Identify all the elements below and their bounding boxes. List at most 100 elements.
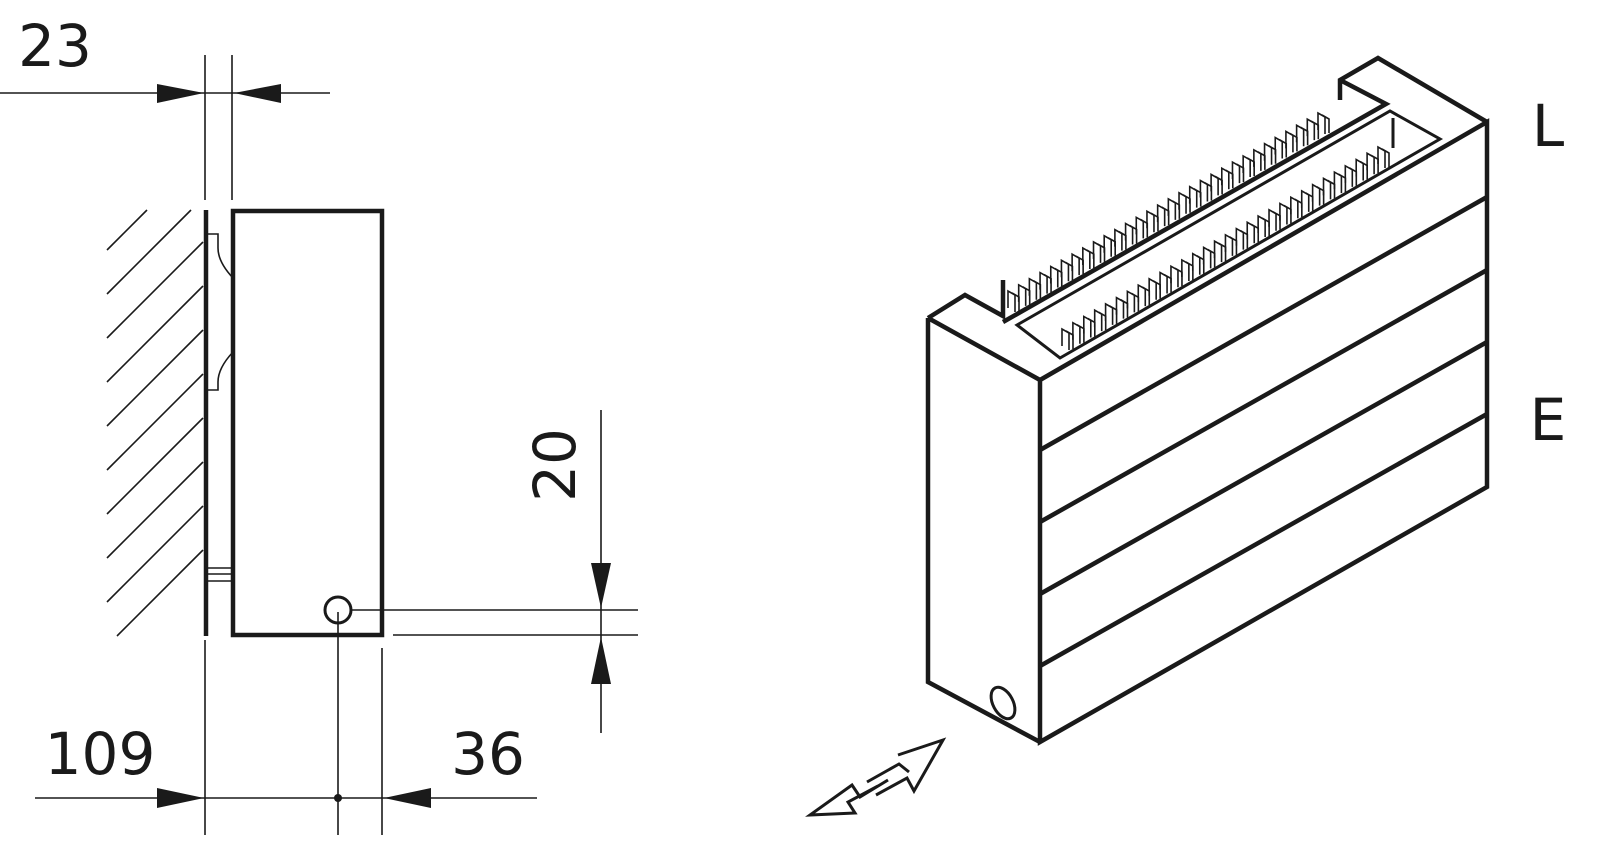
fin <box>1253 148 1266 171</box>
fin <box>1060 258 1074 282</box>
fin <box>1135 215 1149 239</box>
fin <box>1028 277 1042 300</box>
fin <box>1306 117 1320 141</box>
hatch-line <box>106 285 204 383</box>
fin <box>1285 130 1298 153</box>
hatch-line <box>106 209 192 295</box>
fin <box>1210 173 1223 196</box>
bottom-bracket <box>207 567 233 582</box>
fin <box>1146 209 1159 233</box>
fin <box>1317 111 1330 134</box>
side-face <box>925 316 1042 744</box>
arrow-left-icon <box>384 788 431 808</box>
fin <box>1071 252 1084 276</box>
fin <box>1159 271 1172 294</box>
arrow-down-icon <box>591 563 611 608</box>
fin <box>1220 166 1234 190</box>
fin <box>1224 233 1238 256</box>
fin <box>1290 195 1303 219</box>
fin <box>1263 142 1277 165</box>
fin <box>1257 214 1270 238</box>
dim-pipe-to-front-label: 36 <box>451 720 525 788</box>
panel-groove <box>1038 195 1489 452</box>
arrow-left-icon <box>234 84 281 103</box>
panel-groove <box>1038 412 1489 668</box>
fin <box>1311 183 1325 206</box>
dim-wall-gap-label: 23 <box>18 12 92 80</box>
radiator-side-outline <box>230 208 385 638</box>
fin <box>1213 239 1227 263</box>
fin <box>1017 283 1031 306</box>
arrow-up-icon <box>591 637 611 684</box>
front-face <box>1037 118 1490 746</box>
right-end-cap <box>1001 55 1489 324</box>
grille-divider <box>1014 109 1444 360</box>
fin <box>1178 191 1191 214</box>
fin <box>1156 203 1170 227</box>
fin <box>1231 160 1245 184</box>
side-view: 23 20 109 36 <box>0 12 638 835</box>
fin <box>1072 321 1085 344</box>
fin <box>1235 227 1249 250</box>
fin <box>1039 271 1052 294</box>
fin <box>1188 185 1202 208</box>
fin <box>1300 189 1314 212</box>
fin <box>1049 265 1063 288</box>
fin <box>1082 246 1095 270</box>
wall-bracket <box>207 233 234 391</box>
left-end-cap <box>926 280 1006 320</box>
fin <box>1148 277 1161 300</box>
fin <box>1246 220 1260 244</box>
dim-wall-to-pipe-label: 109 <box>45 720 156 788</box>
pipe-connection-opening <box>989 685 1017 721</box>
fin <box>1344 164 1358 187</box>
hatch-line <box>106 417 204 515</box>
panel-groove <box>1038 268 1489 524</box>
fin <box>1333 170 1347 194</box>
bidirectional-arrow-icon <box>805 737 947 817</box>
wall-hatching <box>106 209 204 637</box>
fin <box>1104 302 1118 325</box>
convector-fins <box>1007 111 1390 350</box>
fin <box>1279 202 1292 225</box>
dim-pipe-height-label: 20 <box>521 428 589 502</box>
isometric-view: L E <box>805 55 1567 817</box>
fin <box>1061 327 1074 350</box>
fin <box>1366 151 1379 175</box>
label-l: L <box>1532 92 1564 160</box>
fin <box>1126 289 1140 313</box>
fin <box>1199 179 1213 202</box>
fin <box>1103 234 1117 257</box>
panel-grooves <box>1038 195 1489 668</box>
fin <box>1295 123 1309 147</box>
hatch-line <box>116 549 204 637</box>
arrow-right-icon <box>157 84 204 103</box>
fin <box>1191 252 1205 275</box>
panel-groove <box>1038 340 1489 596</box>
fin <box>1007 289 1020 312</box>
fin <box>1377 145 1390 168</box>
fin <box>1093 308 1107 332</box>
fin <box>1124 222 1138 245</box>
fin <box>1137 283 1151 307</box>
fin <box>1082 315 1096 338</box>
label-e: E <box>1530 386 1567 454</box>
hatch-line <box>106 241 204 339</box>
fin <box>1202 246 1216 269</box>
hatch-line <box>106 329 204 427</box>
fin <box>1268 208 1281 231</box>
fin <box>1242 154 1255 177</box>
hatch-line <box>106 373 204 471</box>
fin <box>1115 296 1129 319</box>
fin <box>1274 136 1288 159</box>
fin <box>1322 177 1336 200</box>
fin <box>1181 258 1194 281</box>
arrow-right-icon <box>157 788 204 808</box>
fin <box>1170 264 1183 288</box>
hatch-line <box>106 505 204 603</box>
hatch-line <box>106 209 148 251</box>
hatch-line <box>106 461 204 559</box>
fin <box>1355 158 1369 181</box>
fin <box>1114 228 1127 251</box>
